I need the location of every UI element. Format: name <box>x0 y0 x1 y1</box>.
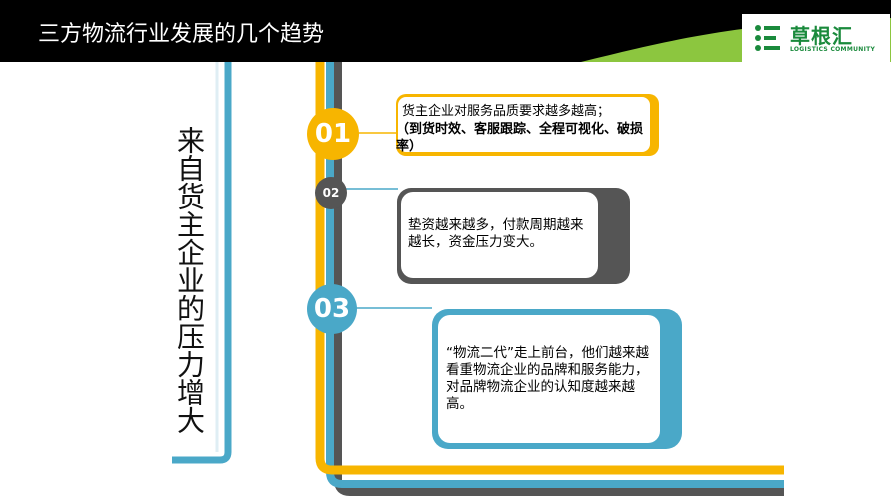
page-title: 三方物流行业发展的几个趋势 <box>38 22 325 47</box>
item-01-box <box>396 94 659 156</box>
logo-name: 草根汇 <box>790 24 853 48</box>
item-03-box <box>432 309 682 449</box>
item-02-box-inner <box>401 192 598 278</box>
item-02-box <box>397 188 630 284</box>
logo-subtitle: LOGISTICS COMMUNITY <box>790 46 876 53</box>
item-03-number-text: 03 <box>313 294 351 324</box>
item-02-number: 01 02 <box>315 177 347 209</box>
item-01-box-inner <box>398 97 650 152</box>
item-01-line1: 货主企业对服务品质要求越多越高； <box>402 104 611 119</box>
item-02-number-label: 02 <box>322 186 340 200</box>
item-03-number: 03 <box>307 284 357 334</box>
item-01-line2: （到货时效、客服跟踪、全程可视化、破损率） <box>396 122 644 154</box>
item-03-box-inner <box>438 315 660 443</box>
logo: 草根汇 LOGISTICS COMMUNITY <box>742 14 890 62</box>
item-03-text: “物流二代”走上前台，他们越来越看重物流企业的品牌和服务能力，对品牌物流企业的认… <box>446 345 649 412</box>
side-title: 来自货主企业的压力增大 <box>173 126 206 434</box>
logo-icon <box>755 25 780 51</box>
item-01-number-text: 01 <box>314 119 352 149</box>
item-01-number: 01 <box>307 108 359 160</box>
item-02-text: 垫资越来越多，付款周期越来越长，资金压力变大。 <box>408 217 584 250</box>
